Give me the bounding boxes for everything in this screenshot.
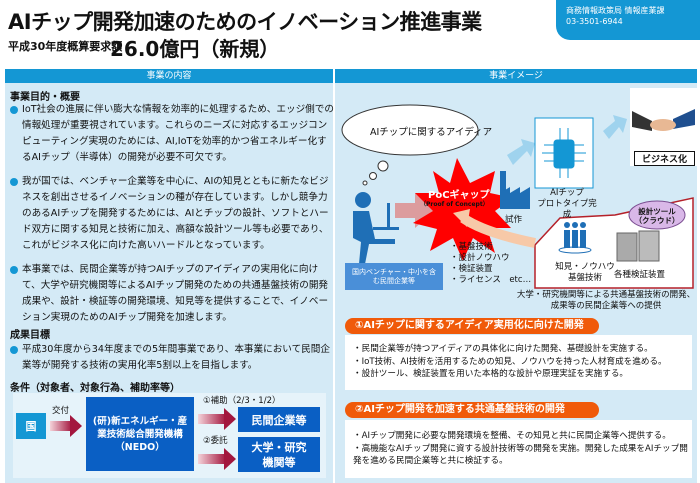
arrow-icon <box>198 448 236 470</box>
provided-item: ・基盤技術 <box>450 242 493 252</box>
section1-title: ①AIチップに関するアイディア実用化に向けた開発 <box>345 318 599 334</box>
business-label: ビジネス化 <box>634 151 695 166</box>
server-icon <box>616 230 660 262</box>
chip-label-1: AIチップ <box>550 188 584 198</box>
devices-label: 各種検証装置 <box>614 270 666 280</box>
bullet: 我が国では、ベンチャー企業等を中心に、AIの知見とともに新たなビジネスを創出させ… <box>8 174 334 254</box>
person-at-desk-icon <box>353 192 399 264</box>
department-box: 商務情報政策局 情報産業課 03-3501-6944 <box>556 0 700 40</box>
conditions-heading: 条件（対象者、対象行為、補助率等） <box>10 383 180 394</box>
tools-label-2: （クラウド） <box>634 216 680 225</box>
bullet: IoT社会の進展に伴い膨大な情報を効率的に処理するため、エッジ側での情報処理が重… <box>8 102 334 166</box>
section2-item: ・高機能なAIチップ開発に資する設計技術等の開発を実施。開発した成果をAIチップ… <box>353 443 688 467</box>
chip-icon <box>542 128 586 178</box>
knowhow-label: 知見・ノウハウ基盤技術 <box>550 262 620 284</box>
budget-label: 平成30年度概算要求額 <box>8 40 123 53</box>
handshake-icon <box>632 109 695 131</box>
section2-box: ・AIチップ開発に必要な開発環境を整備、その知見と共に民間企業等へ提供する。 ・… <box>345 420 692 478</box>
goal-heading: 成果目標 <box>10 330 50 341</box>
arrow-icon <box>198 408 236 430</box>
right-header: 事業イメージ <box>335 69 697 83</box>
arrow-icon <box>603 115 627 139</box>
chip-label-2: プロトタイプ完成 <box>537 199 597 220</box>
purpose-heading: 事業目的・概要 <box>10 92 80 103</box>
page-title: AIチップ開発加速のためのイノベーション推進事業 <box>8 10 482 34</box>
knowhow-label-1: 知見・ノウハウ <box>555 262 615 272</box>
commission-label: ②委託 <box>203 436 228 446</box>
provided-item: ・ライセンス etc… <box>450 275 532 285</box>
tools-label: 設計ツール（クラウド） <box>632 207 682 225</box>
university-box: 大学・研究機関等 <box>238 437 320 472</box>
bullet: 本事業では、民間企業等が持つAIチップのアイディアの実用化に向けて、大学や研究機… <box>8 262 334 326</box>
nedo-box: (研)新エネルギー・産業技術総合開発機構（NEDO） <box>86 397 194 471</box>
arrow-icon <box>50 415 82 437</box>
section1-item: ・民間企業等が持つアイディアの具体化に向けた開発、基礎設計を実施する。 <box>353 344 653 354</box>
factory-icon <box>500 171 530 209</box>
chip-label: AIチッププロトタイプ完成 <box>537 188 597 221</box>
private-box: 民間企業等 <box>238 407 320 432</box>
poc-sub-label: （Proof of Concept） <box>420 201 489 208</box>
section2-title: ②AIチップ開発を加速する共通基盤技術の開発 <box>345 402 599 418</box>
caption: 大学・研究機関等による共通基盤技術の開発、成果等の民間企業等への提供 <box>516 290 696 311</box>
knowhow-label-2: 基盤技術 <box>567 273 602 283</box>
cloud-text: AIチップに関するアイディア <box>370 127 493 138</box>
tools-cloud-icon <box>628 200 686 230</box>
section1-item: ・IoT技術、AI技術を活用するための知見、ノウハウを持った人材育成を進める。 <box>353 356 667 367</box>
left-header: 事業の内容 <box>5 69 333 83</box>
ventures-box: 国内ベンチャー・中小を含む民間企業等 <box>345 263 443 290</box>
provided-item: ・検証装置 <box>450 264 493 274</box>
grant-label: 交付 <box>52 406 70 416</box>
business-image-diagram <box>341 88 697 289</box>
provided-item: ・設計ノウハウ <box>450 253 510 263</box>
section2-item: ・AIチップ開発に必要な開発環境を整備、その知見と共に民間企業等へ提供する。 <box>353 431 671 441</box>
provided-list: ・基盤技術 ・設計ノウハウ ・検証装置 ・ライセンス etc… <box>450 242 531 286</box>
budget-amount: 26.0億円（新規） <box>110 37 280 61</box>
goal-bullet: 平成30年度から34年度までの5年間事業であり、本事業において民間企業等が開発す… <box>8 342 334 374</box>
phone: 03-3501-6944 <box>566 17 623 26</box>
subsidy-label: ①補助（2/3・1/2） <box>203 396 281 406</box>
poc-gap-label: PoCギャップ <box>428 190 490 201</box>
arrow-icon <box>507 139 535 165</box>
section1-item: ・設計ツール、検証装置を用いた本格的な設計や原理実証を実施する。 <box>353 369 629 379</box>
tools-label-1: 設計ツール <box>638 207 676 216</box>
section1-box: ・民間企業等が持つアイディアの具体化に向けた開発、基礎設計を実施する。 ・IoT… <box>345 335 692 390</box>
people-group-icon <box>558 222 592 254</box>
country-box: 国 <box>16 413 46 439</box>
department: 商務情報政策局 情報産業課 <box>566 6 665 15</box>
trial-label: 試作 <box>505 215 523 225</box>
cloud-icon <box>341 104 479 186</box>
